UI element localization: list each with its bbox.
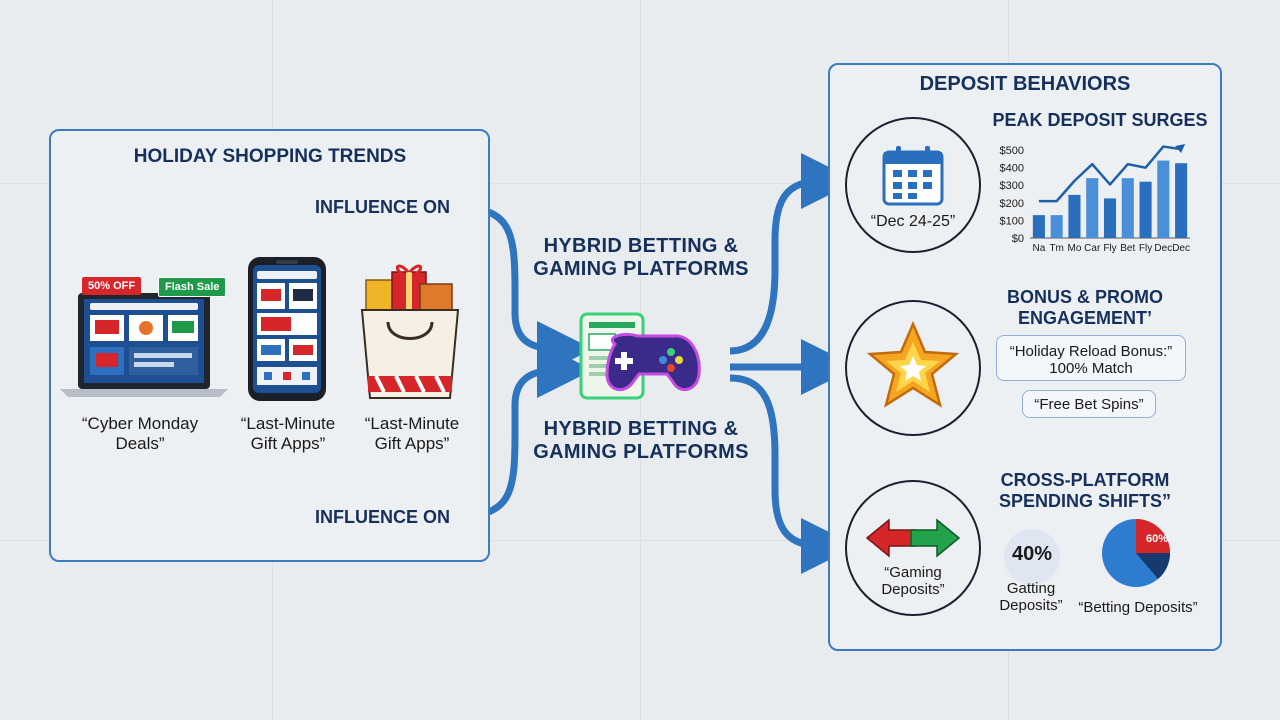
cross-platform-title: CROSS-PLATFORM SPENDING SHIFTS” bbox=[998, 470, 1172, 511]
y-tick-label: $400 bbox=[1000, 163, 1024, 175]
bonus-promo-title: BONUS & PROMO ENGAGEMENT’ bbox=[1006, 287, 1163, 328]
x-tick-label: Bet bbox=[1120, 243, 1135, 254]
gaming-deposits-share-label: Gatting Deposits” bbox=[999, 580, 1063, 615]
deposit-share-pie bbox=[1102, 519, 1171, 587]
grid-line bbox=[0, 540, 1280, 541]
caption-gift-apps-phone: “Last-Minute Gift Apps” bbox=[240, 414, 336, 453]
sale-badge: 50% OFF bbox=[82, 277, 142, 295]
laptop-icon bbox=[60, 293, 228, 397]
deposit-behaviors-title: DEPOSIT BEHAVIORS bbox=[919, 73, 1131, 95]
holiday-reload-bonus-pill: “Holiday Reload Bonus:” 100% Match bbox=[996, 335, 1186, 381]
peak-deposit-title: PEAK DEPOSIT SURGES bbox=[992, 110, 1208, 130]
hybrid-platforms-title-bottom: HYBRID BETTING & GAMING PLATFORMS bbox=[533, 418, 749, 464]
x-tick-label: Tm bbox=[1049, 243, 1063, 254]
gaming-percent-label: 40% bbox=[1011, 543, 1053, 565]
arrow-to-cross bbox=[729, 374, 857, 574]
betting-percent-label: 60% bbox=[1145, 533, 1169, 545]
trend-line bbox=[1038, 145, 1182, 203]
y-tick-label: $300 bbox=[1000, 180, 1024, 192]
chart-bar bbox=[1068, 194, 1081, 238]
caption-gift-apps-bag: “Last-Minute Gift Apps” bbox=[364, 414, 460, 453]
cross-platform-circle bbox=[845, 480, 981, 616]
arrow-to-peak bbox=[729, 153, 857, 355]
chart-bar bbox=[1050, 215, 1063, 238]
chart-bar bbox=[1175, 163, 1188, 238]
x-tick-label: Dec bbox=[1154, 243, 1172, 254]
x-tick-label: Dec bbox=[1172, 243, 1190, 254]
free-bet-spins-pill: “Free Bet Spins” bbox=[1022, 390, 1156, 418]
chart-bar bbox=[1086, 178, 1099, 238]
betting-deposits-share-label: “Betting Deposits” bbox=[1078, 599, 1198, 616]
caption-cyber-monday: “Cyber Monday Deals” bbox=[81, 414, 199, 453]
x-tick-label: Na bbox=[1032, 243, 1045, 254]
y-tick-label: $200 bbox=[1000, 198, 1024, 210]
hybrid-platforms-title-top: HYBRID BETTING & GAMING PLATFORMS bbox=[533, 235, 749, 281]
smartphone-icon bbox=[248, 257, 326, 401]
chart-bar bbox=[1032, 215, 1045, 238]
swap-arrows-icon bbox=[865, 518, 961, 558]
gaming-share-circle bbox=[1004, 529, 1060, 585]
y-tick-label: $500 bbox=[1000, 145, 1024, 157]
calendar-icon bbox=[882, 146, 944, 206]
trend-arrow-head bbox=[1175, 144, 1186, 153]
grid-line bbox=[0, 183, 1280, 184]
influence-on-label-bottom: INFLUENCE ON bbox=[315, 507, 450, 527]
y-tick-label: $100 bbox=[1000, 215, 1024, 227]
influence-on-label-top: INFLUENCE ON bbox=[315, 197, 450, 217]
x-tick-label: Car bbox=[1084, 243, 1101, 254]
y-tick-label: $0 bbox=[1012, 233, 1024, 245]
x-tick-label: Mo bbox=[1067, 243, 1081, 254]
betting-slip-gamepad-icon bbox=[579, 312, 701, 400]
holiday-shopping-title: HOLIDAY SHOPPING TRENDS bbox=[133, 146, 407, 167]
chart-bar bbox=[1121, 178, 1134, 238]
x-tick-label: Fly bbox=[1103, 243, 1116, 254]
chart-bar bbox=[1139, 181, 1152, 238]
star-icon bbox=[866, 320, 960, 408]
gaming-deposits-caption: “Gaming Deposits” bbox=[881, 564, 945, 599]
flash-sale-badge: Flash Sale bbox=[158, 277, 227, 297]
x-tick-label: Fly bbox=[1139, 243, 1152, 254]
chart-bar bbox=[1157, 160, 1170, 238]
chart-bar bbox=[1103, 198, 1117, 238]
shopping-bag-gifts-icon bbox=[360, 264, 460, 399]
peak-deposit-date-caption: “Dec 24-25” bbox=[870, 213, 956, 230]
